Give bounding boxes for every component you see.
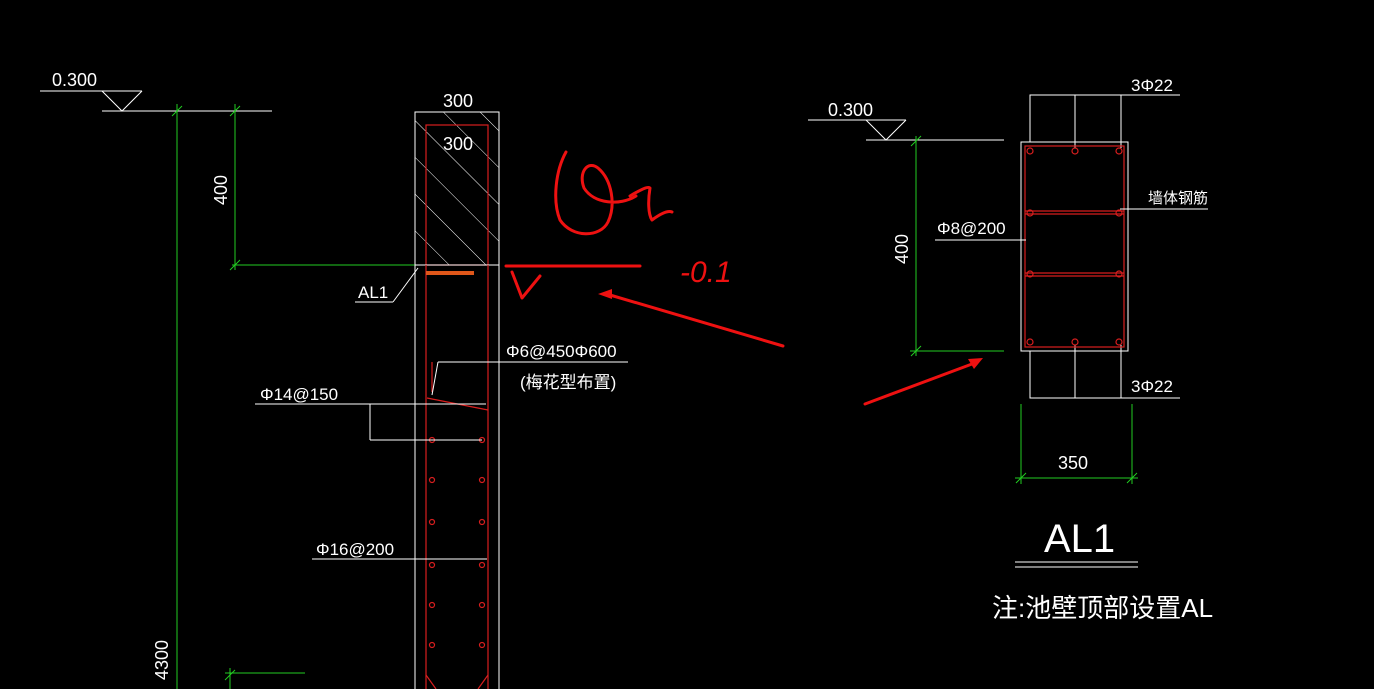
- left-stagger-rebar-label: Φ6@450Φ600: [506, 342, 617, 361]
- right-beam-box: [1020, 141, 1129, 352]
- right-elevation-label: 0.300: [828, 100, 873, 120]
- handwritten-annotation: -0.1: [504, 150, 983, 406]
- right-depth-label: 400: [892, 234, 912, 264]
- left-stagger-note: (梅花型布置): [520, 373, 616, 392]
- right-title-block: AL1 注:池壁顶部设置AL: [992, 517, 1213, 623]
- left-elevation-marker: 0.300: [40, 70, 272, 112]
- section-note: 注:池壁顶部设置AL: [992, 593, 1213, 623]
- arrow-shaft-right: [863, 362, 974, 406]
- right-beam-section: 0.300 400 3Φ22 3Φ22: [808, 76, 1213, 623]
- right-top-rebar-label: 3Φ22: [1131, 76, 1173, 95]
- arrow-head-left: [598, 289, 612, 299]
- left-beam-depth-label: 400: [211, 175, 231, 205]
- waterstop-strip: [426, 271, 474, 275]
- right-width-label: 350: [1058, 453, 1088, 473]
- handwritten-circle-stroke: [554, 150, 638, 236]
- handwritten-value: -0.1: [680, 256, 732, 289]
- left-dimensions: 400 4300: [152, 104, 415, 689]
- right-bottom-callout: 3Φ22: [1029, 345, 1180, 399]
- left-wall-height-label: 4300: [152, 640, 172, 680]
- right-leaders: Φ8@200 墙体钢筋: [935, 190, 1208, 241]
- right-top-callout: 3Φ22: [1029, 76, 1180, 148]
- left-elevation-label: 0.300: [52, 70, 97, 90]
- left-beam-tag: AL1: [358, 283, 388, 302]
- right-depth-dimension: 400: [892, 135, 1004, 357]
- right-width-dimension: 350: [1015, 404, 1138, 484]
- section-title: AL1: [1044, 517, 1115, 561]
- right-stirrup-label: Φ8@200: [937, 219, 1006, 238]
- right-bottom-rebar-label: 3Φ22: [1131, 377, 1173, 396]
- handwritten-squiggle: [628, 186, 674, 222]
- handwritten-level-triangle: [510, 270, 542, 300]
- left-wall-section: 0.300 400 4300 300 300: [40, 70, 628, 689]
- right-wall-rebar-label: 墙体钢筋: [1148, 190, 1208, 207]
- arrow-head-right: [968, 358, 983, 369]
- left-vert-rebar-label: Φ16@200: [316, 540, 394, 559]
- left-leaders: AL1 Φ6@450Φ600 (梅花型布置) Φ14@150 Φ16@200: [255, 267, 628, 560]
- arrow-shaft-left: [608, 293, 785, 348]
- left-wall-body: [414, 264, 500, 689]
- left-beam-hatched: 300 300: [414, 91, 500, 266]
- left-wall-width-label: 300: [443, 91, 473, 111]
- left-hatch-width-label: 300: [443, 134, 473, 154]
- left-horiz-rebar-label: Φ14@150: [260, 385, 338, 404]
- right-elevation-marker: 0.300: [808, 100, 1004, 141]
